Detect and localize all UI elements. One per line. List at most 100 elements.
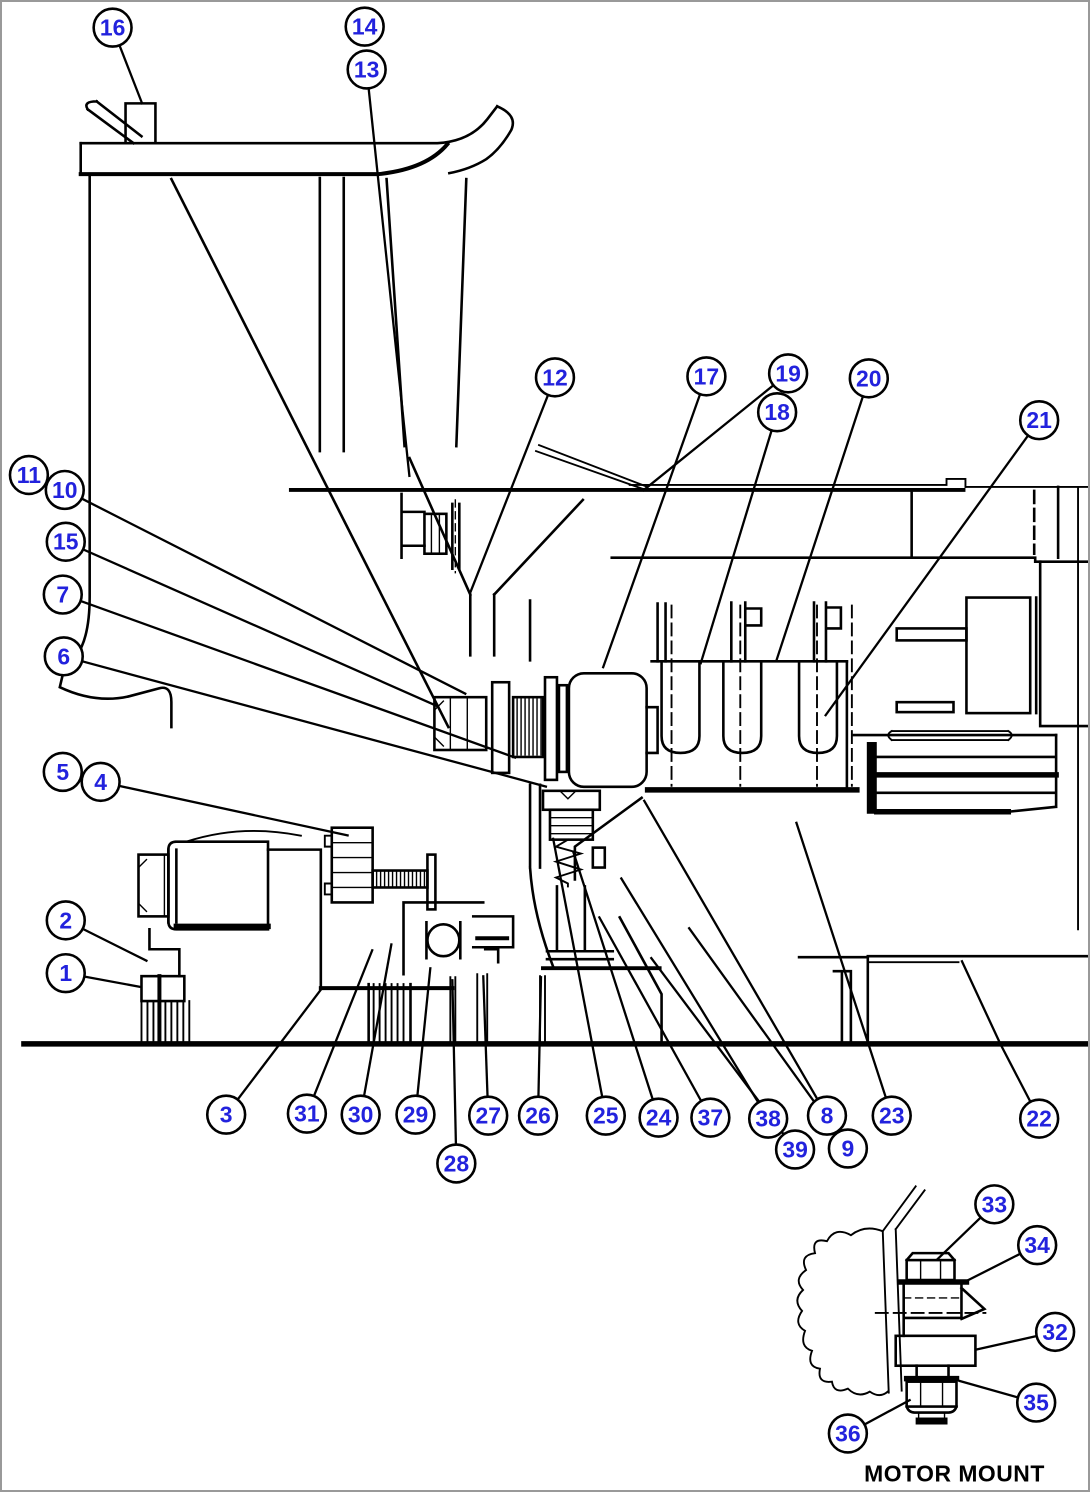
balloon-number-32: 32	[1042, 1319, 1067, 1345]
balloon-29[interactable]: 29	[395, 1094, 436, 1135]
balloon-circle-18[interactable]	[756, 392, 798, 433]
inset-caption: MOTOR MOUNT	[864, 1460, 1045, 1486]
balloon-circle-1[interactable]	[45, 952, 86, 994]
balloon-circle-22[interactable]	[1018, 1098, 1060, 1139]
balloon-32[interactable]: 32	[1034, 1311, 1076, 1353]
balloon-10[interactable]: 10	[44, 469, 85, 511]
balloon-12[interactable]: 12	[534, 357, 576, 398]
balloon-7[interactable]: 7	[42, 574, 84, 615]
balloon-circle-37[interactable]	[690, 1097, 731, 1138]
right-bracket-axle	[852, 560, 1088, 815]
balloon-17[interactable]: 17	[686, 356, 727, 397]
balloon-36[interactable]: 36	[827, 1413, 869, 1454]
balloon-25[interactable]: 25	[585, 1095, 627, 1136]
balloon-circle-17[interactable]	[686, 356, 727, 397]
balloon-33[interactable]: 33	[974, 1184, 1015, 1225]
balloon-39[interactable]: 39	[774, 1129, 816, 1170]
balloon-1[interactable]: 1	[45, 952, 86, 994]
balloon-number-20: 20	[856, 365, 881, 391]
balloon-number-37: 37	[698, 1105, 723, 1131]
balloon-26[interactable]: 26	[517, 1095, 559, 1136]
balloon-circle-30[interactable]	[340, 1094, 381, 1135]
balloon-15[interactable]: 15	[45, 521, 86, 562]
balloon-circle-19[interactable]	[767, 353, 809, 394]
balloon-circle-20[interactable]	[848, 358, 890, 399]
balloon-22[interactable]: 22	[1018, 1098, 1060, 1139]
balloon-circle-14[interactable]	[344, 6, 385, 47]
leader-line-30	[359, 943, 393, 1115]
balloon-circle-34[interactable]	[1016, 1224, 1058, 1266]
balloon-circle-2[interactable]	[45, 900, 86, 941]
balloon-number-19: 19	[775, 360, 800, 386]
balloon-23[interactable]: 23	[871, 1095, 912, 1136]
balloon-number-33: 33	[982, 1191, 1007, 1217]
leader-lines	[62, 27, 1056, 1435]
balloon-circle-29[interactable]	[395, 1094, 436, 1135]
balloon-16[interactable]: 16	[92, 7, 133, 48]
balloon-34[interactable]: 34	[1016, 1224, 1058, 1266]
balloon-number-4: 4	[94, 769, 107, 795]
balloon-31[interactable]: 31	[286, 1093, 328, 1134]
balloon-circle-28[interactable]	[436, 1143, 477, 1184]
balloon-circle-23[interactable]	[871, 1095, 912, 1136]
balloon-4[interactable]: 4	[80, 761, 121, 803]
balloon-3[interactable]: 3	[205, 1094, 247, 1135]
balloon-circle-5[interactable]	[42, 751, 84, 793]
balloon-18[interactable]: 18	[756, 392, 798, 433]
balloon-circle-11[interactable]	[8, 454, 50, 496]
balloon-circle-15[interactable]	[45, 521, 86, 562]
balloon-30[interactable]: 30	[340, 1094, 381, 1135]
balloon-number-28: 28	[444, 1150, 470, 1176]
balloon-14[interactable]: 14	[344, 6, 385, 47]
balloon-number-2: 2	[59, 907, 72, 933]
balloon-circle-26[interactable]	[517, 1095, 559, 1136]
balloon-5[interactable]: 5	[42, 751, 84, 793]
balloon-circle-8[interactable]	[806, 1095, 848, 1136]
balloon-20[interactable]: 20	[848, 358, 890, 399]
balloon-number-21: 21	[1026, 407, 1052, 433]
balloon-circle-27[interactable]	[467, 1095, 509, 1136]
balloon-38[interactable]: 38	[747, 1098, 789, 1139]
balloon-circle-25[interactable]	[585, 1095, 627, 1136]
balloon-11[interactable]: 11	[8, 454, 50, 496]
balloon-circle-31[interactable]	[286, 1093, 328, 1134]
balloon-number-9: 9	[842, 1135, 855, 1161]
balloon-circle-24[interactable]	[638, 1097, 679, 1138]
balloon-circle-16[interactable]	[92, 7, 133, 48]
balloon-6[interactable]: 6	[43, 636, 84, 677]
balloon-circle-10[interactable]	[44, 469, 85, 511]
balloon-circle-39[interactable]	[774, 1129, 816, 1170]
machine-cross-section	[21, 99, 1088, 1425]
leader-line-10	[64, 488, 467, 696]
balloon-circle-7[interactable]	[42, 574, 84, 615]
balloon-circle-21[interactable]	[1018, 399, 1060, 441]
balloon-circle-36[interactable]	[827, 1413, 869, 1454]
balloon-circle-33[interactable]	[974, 1184, 1015, 1225]
balloon-circle-6[interactable]	[43, 636, 84, 677]
balloon-circle-13[interactable]	[346, 49, 387, 90]
leader-line-26	[536, 976, 543, 1116]
balloon-19[interactable]: 19	[767, 353, 809, 394]
balloon-circle-4[interactable]	[80, 761, 121, 803]
balloon-number-38: 38	[755, 1106, 781, 1132]
balloon-circle-12[interactable]	[534, 357, 576, 398]
balloon-37[interactable]: 37	[690, 1097, 731, 1138]
balloon-2[interactable]: 2	[45, 900, 86, 941]
leader-line-22	[960, 959, 1041, 1120]
balloon-circle-35[interactable]	[1015, 1382, 1057, 1423]
balloon-circle-3[interactable]	[205, 1094, 247, 1135]
balloon-35[interactable]: 35	[1015, 1382, 1057, 1423]
balloon-circle-32[interactable]	[1034, 1311, 1076, 1353]
balloon-number-11: 11	[17, 462, 41, 488]
bearing-bracket	[400, 456, 585, 662]
balloon-circle-38[interactable]	[747, 1098, 789, 1139]
balloon-24[interactable]: 24	[638, 1097, 679, 1138]
balloon-28[interactable]: 28	[436, 1143, 477, 1184]
balloon-27[interactable]: 27	[467, 1095, 509, 1136]
balloon-13[interactable]: 13	[346, 49, 387, 90]
balloon-9[interactable]: 9	[827, 1128, 869, 1169]
balloon-circle-9[interactable]	[827, 1128, 869, 1169]
balloon-21[interactable]: 21	[1018, 399, 1060, 441]
balloon-8[interactable]: 8	[806, 1095, 848, 1136]
